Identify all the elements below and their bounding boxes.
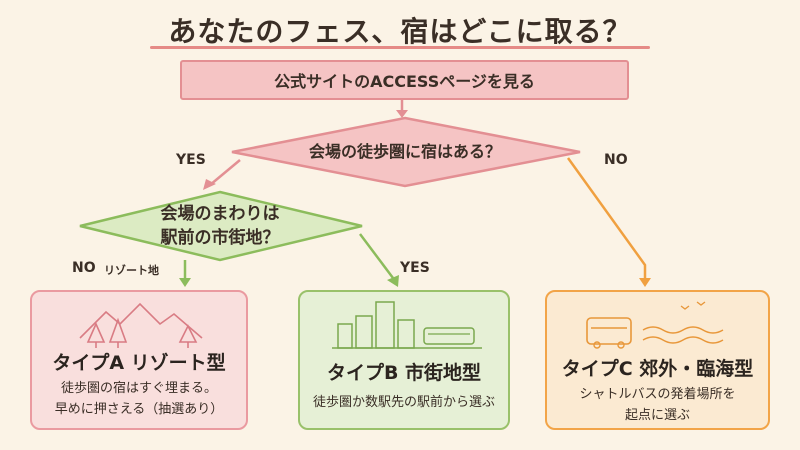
decision1-diamond [231, 116, 581, 188]
decision2-no-label: NO [72, 260, 96, 276]
card-type-c: タイプC 郊外・臨海型 シャトルバスの発着場所を 起点に選ぶ [545, 290, 770, 430]
bus-sea-icon [586, 301, 724, 349]
start-box: 公式サイトのACCESSページを見る [180, 60, 629, 100]
decision1-text: 会場の徒歩圏に宿はある？ [308, 142, 501, 161]
decision1-yes-label: YES [176, 152, 206, 168]
card-a-title: タイプA リゾート型 [52, 352, 226, 374]
card-c-title: タイプC 郊外・臨海型 [561, 358, 754, 380]
card-a-desc-1: 徒歩圏の宿はすぐ埋まる。 [60, 381, 217, 396]
card-c-desc-1: シャトルバスの発着場所を [579, 387, 736, 402]
decision2-diamond [79, 190, 363, 262]
decision1-no-label: NO [604, 152, 628, 168]
card-a-desc-2: 早めに押さえる（抽選あり） [54, 402, 224, 417]
decision2-line2: 駅前の市街地？ [160, 228, 280, 248]
title-underline [150, 46, 650, 49]
card-b-title: タイプB 市街地型 [326, 362, 482, 384]
card-type-a: タイプA リゾート型 徒歩圏の宿はすぐ埋まる。 早めに押さえる（抽選あり） [30, 290, 248, 430]
city-train-icon [332, 301, 482, 349]
page-title: あなたのフェス、宿はどこに取る？ [168, 15, 632, 48]
card-c-desc-2: 起点に選ぶ [624, 408, 690, 423]
decision2-yes-label: YES [400, 260, 430, 276]
mountain-tree-icon [79, 302, 203, 348]
decision2-line1: 会場のまわりは [160, 204, 280, 224]
card-b-desc-1: 徒歩圏か数駅先の駅前から選ぶ [312, 395, 495, 410]
decision2-no-note: リゾート地 [104, 264, 159, 277]
card-type-b: タイプB 市街地型 徒歩圏か数駅先の駅前から選ぶ [298, 290, 510, 430]
